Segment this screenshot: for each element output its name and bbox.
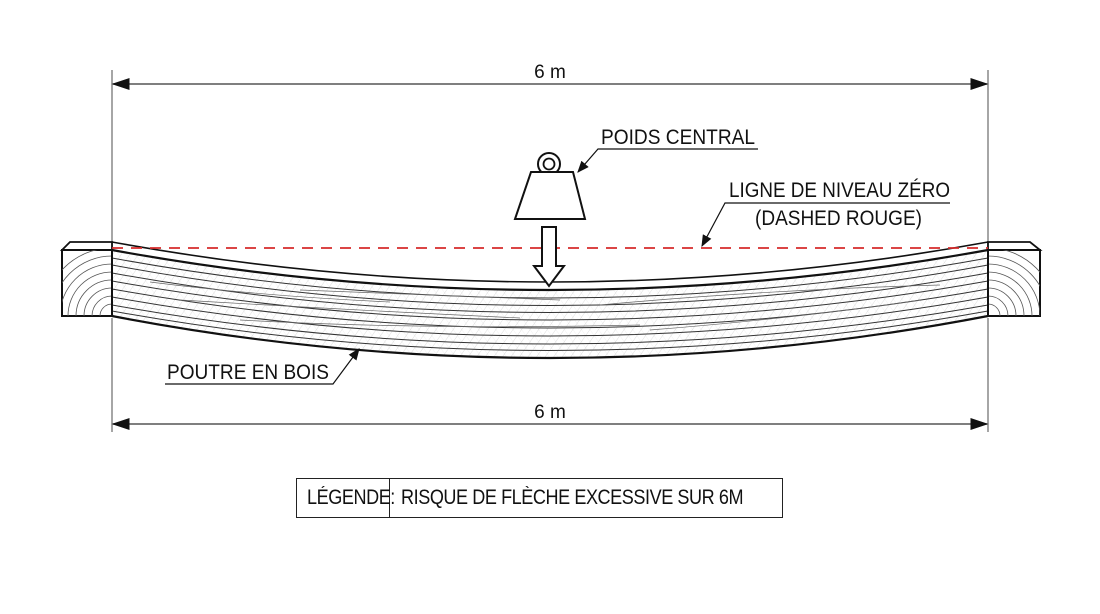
- callout-beam-label: POUTRE EN BOIS: [167, 361, 329, 384]
- bottom-dimension-label: 6 m: [534, 402, 566, 423]
- callout-weight: POIDS CENTRAL: [577, 126, 758, 173]
- legend-value: RISQUE DE FLÈCHE EXCESSIVE SUR 6M: [390, 479, 782, 517]
- beam-end-right: [987, 241, 1043, 317]
- legend-box: LÉGENDE: RISQUE DE FLÈCHE EXCESSIVE SUR …: [296, 478, 783, 518]
- callout-zero-line-label-1: LIGNE DE NIVEAU ZÉRO: [729, 179, 950, 202]
- callout-zero-line-label-2: (DASHED ROUGE): [755, 207, 922, 230]
- legend-key: LÉGENDE:: [297, 479, 395, 517]
- weight-icon: [513, 152, 587, 220]
- legend-key-text: LÉGENDE:: [307, 486, 395, 509]
- callout-zero-line: LIGNE DE NIVEAU ZÉRO (DASHED ROUGE): [701, 179, 950, 248]
- load-arrow-icon: [532, 226, 566, 288]
- callout-beam: POUTRE EN BOIS: [165, 348, 360, 385]
- top-dimension-label: 6 m: [534, 62, 566, 83]
- callout-weight-label: POIDS CENTRAL: [601, 126, 755, 149]
- top-dimension: 6 m: [111, 62, 989, 250]
- beam-end-left: [59, 241, 113, 317]
- legend-value-text: RISQUE DE FLÈCHE EXCESSIVE SUR 6M: [401, 486, 744, 509]
- bottom-dimension: 6 m: [111, 318, 989, 432]
